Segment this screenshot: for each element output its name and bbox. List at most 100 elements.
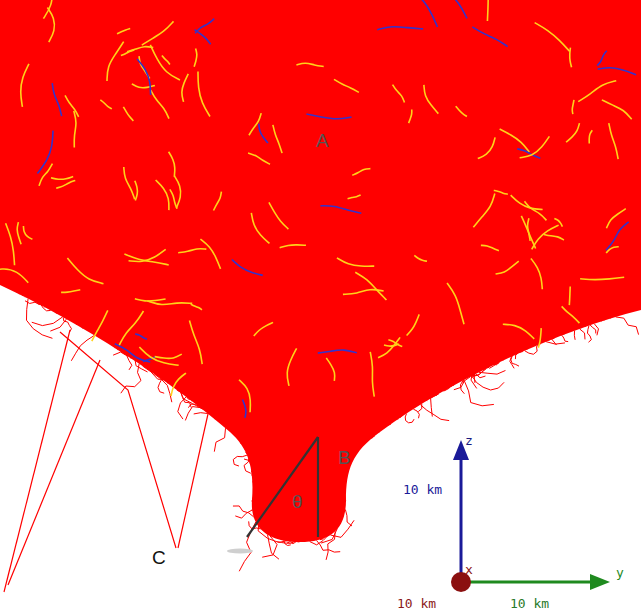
particle-track	[249, 113, 261, 135]
particle-track	[56, 180, 75, 188]
particle-track	[602, 100, 632, 120]
particle-track	[413, 0, 437, 27]
particle-track	[378, 337, 400, 357]
particle-track	[320, 206, 361, 213]
particle-tracks	[0, 0, 636, 418]
track-tendril	[587, 326, 591, 343]
track-tendril	[233, 455, 247, 466]
particle-track	[487, 0, 490, 21]
particle-track	[569, 286, 572, 305]
particle-track	[232, 260, 263, 276]
particle-track	[589, 130, 592, 143]
particle-track	[377, 27, 423, 30]
particle-track	[169, 152, 175, 177]
particle-track	[521, 216, 535, 249]
track-tendril	[420, 405, 449, 421]
particle-track	[578, 81, 616, 102]
track-tendril	[464, 380, 494, 406]
particle-track	[520, 136, 550, 157]
particle-track	[195, 30, 211, 44]
particle-track	[214, 192, 222, 211]
particle-track	[481, 245, 499, 250]
axis-name: z	[465, 434, 473, 447]
particle-track	[156, 180, 169, 210]
particle-track	[337, 258, 374, 266]
track-tendril	[262, 536, 277, 557]
particle-track	[17, 222, 21, 244]
particle-track	[478, 137, 495, 158]
particle-track	[473, 193, 494, 227]
particle-track	[296, 63, 323, 66]
track-tendril	[546, 342, 565, 344]
particle-track	[155, 354, 182, 358]
particle-track	[287, 348, 296, 386]
particle-track	[47, 7, 54, 42]
track-tendril	[562, 335, 568, 341]
particle-track	[65, 95, 79, 116]
particle-track	[606, 247, 619, 253]
particle-track	[135, 334, 147, 339]
track-tendril	[474, 375, 476, 383]
particle-track	[23, 226, 32, 239]
particle-track	[511, 195, 543, 209]
particle-track	[436, 0, 467, 18]
particle-track	[150, 45, 180, 80]
particle-track	[107, 42, 124, 81]
particle-track	[472, 27, 507, 47]
track-tendril	[580, 329, 585, 340]
track-tendril	[32, 317, 63, 326]
region-letter: C	[152, 548, 166, 567]
c-leader-lines	[4, 330, 210, 592]
particle-track	[532, 225, 559, 249]
particle-track	[348, 195, 361, 199]
track-line	[4, 330, 70, 592]
particle-track	[171, 373, 186, 396]
particle-track	[151, 90, 169, 118]
track-tendril	[590, 325, 596, 333]
particle-track	[251, 213, 269, 244]
z-axis	[460, 458, 463, 582]
track-line	[178, 405, 210, 548]
particle-track	[74, 111, 76, 148]
particle-track	[61, 290, 80, 293]
track-tendril	[345, 510, 352, 526]
particle-track	[100, 100, 111, 109]
particle-track	[52, 83, 61, 116]
particle-track	[37, 131, 53, 174]
track-tendril	[479, 370, 506, 374]
particle-track	[572, 100, 574, 114]
particle-track	[124, 167, 135, 199]
track-tendril	[616, 317, 639, 335]
particle-track	[123, 107, 133, 121]
axis-name: y	[616, 566, 624, 579]
particle-track	[503, 324, 534, 339]
track-tendril	[287, 542, 296, 544]
particle-track	[544, 234, 564, 240]
particle-track	[51, 177, 73, 180]
particle-track	[447, 283, 464, 324]
particle-track	[124, 254, 168, 265]
track-line	[60, 332, 176, 548]
angle-symbol: θ	[292, 492, 303, 511]
particle-track	[496, 261, 519, 274]
particle-track	[67, 258, 103, 284]
track-tendril	[413, 409, 419, 418]
particle-track	[269, 202, 288, 229]
particle-track	[142, 21, 174, 45]
particle-track	[198, 71, 210, 116]
particle-track	[21, 64, 29, 107]
particle-track	[280, 245, 306, 248]
particle-track	[384, 344, 399, 346]
particle-track	[135, 181, 138, 201]
track-tendril	[472, 376, 504, 390]
particle-track	[117, 29, 130, 34]
axis-triad	[451, 440, 610, 592]
scale-label: 10 km	[397, 597, 436, 610]
particle-track	[494, 190, 508, 194]
track-tendril	[405, 414, 414, 423]
axis-line	[317, 437, 319, 537]
track-tendril	[476, 374, 486, 378]
track-tendril	[233, 506, 254, 517]
particle-track	[242, 399, 245, 417]
